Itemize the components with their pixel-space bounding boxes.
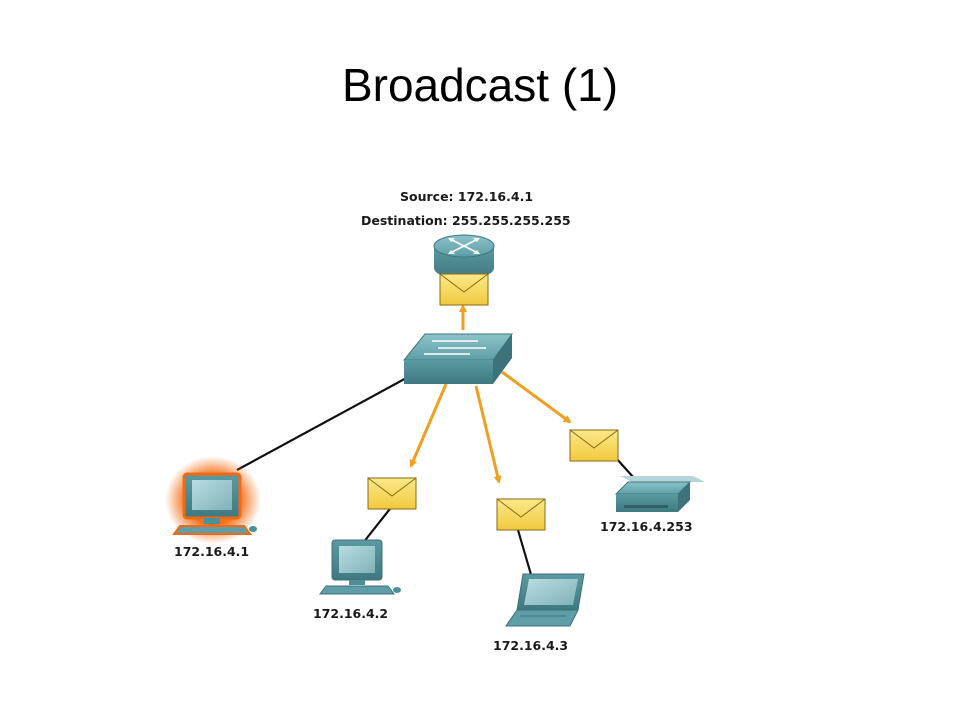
host-label-laptop: 172.16.4.3 — [493, 638, 568, 653]
destination-label: Destination: 255.255.255.255 — [361, 213, 571, 228]
host-label-sender: 172.16.4.1 — [174, 544, 249, 559]
link-sender-switch — [236, 375, 411, 471]
sender-pc-icon — [165, 456, 261, 544]
link-laptop-envelope — [516, 529, 534, 579]
arrow-to-printer — [501, 370, 572, 424]
slide-title: Broadcast (1) — [341, 59, 619, 111]
host-label-pc2: 172.16.4.2 — [313, 606, 388, 621]
source-label: Source: 172.16.4.1 — [400, 189, 533, 204]
envelope-printer-icon — [569, 429, 619, 462]
envelope-laptop-icon — [496, 498, 546, 531]
host-label-printer: 172.16.4.253 — [600, 519, 693, 534]
router-icon — [433, 234, 495, 279]
arrow-to-laptop — [474, 385, 502, 484]
envelope-pc2-icon — [367, 477, 417, 510]
link-printer-envelope — [615, 457, 635, 479]
envelope-router-icon — [439, 273, 489, 306]
arrow-to-pc2 — [409, 383, 448, 468]
printer-icon — [614, 476, 705, 512]
pc2-icon — [319, 539, 401, 595]
laptop-icon — [505, 573, 585, 627]
switch-icon — [402, 333, 513, 384]
